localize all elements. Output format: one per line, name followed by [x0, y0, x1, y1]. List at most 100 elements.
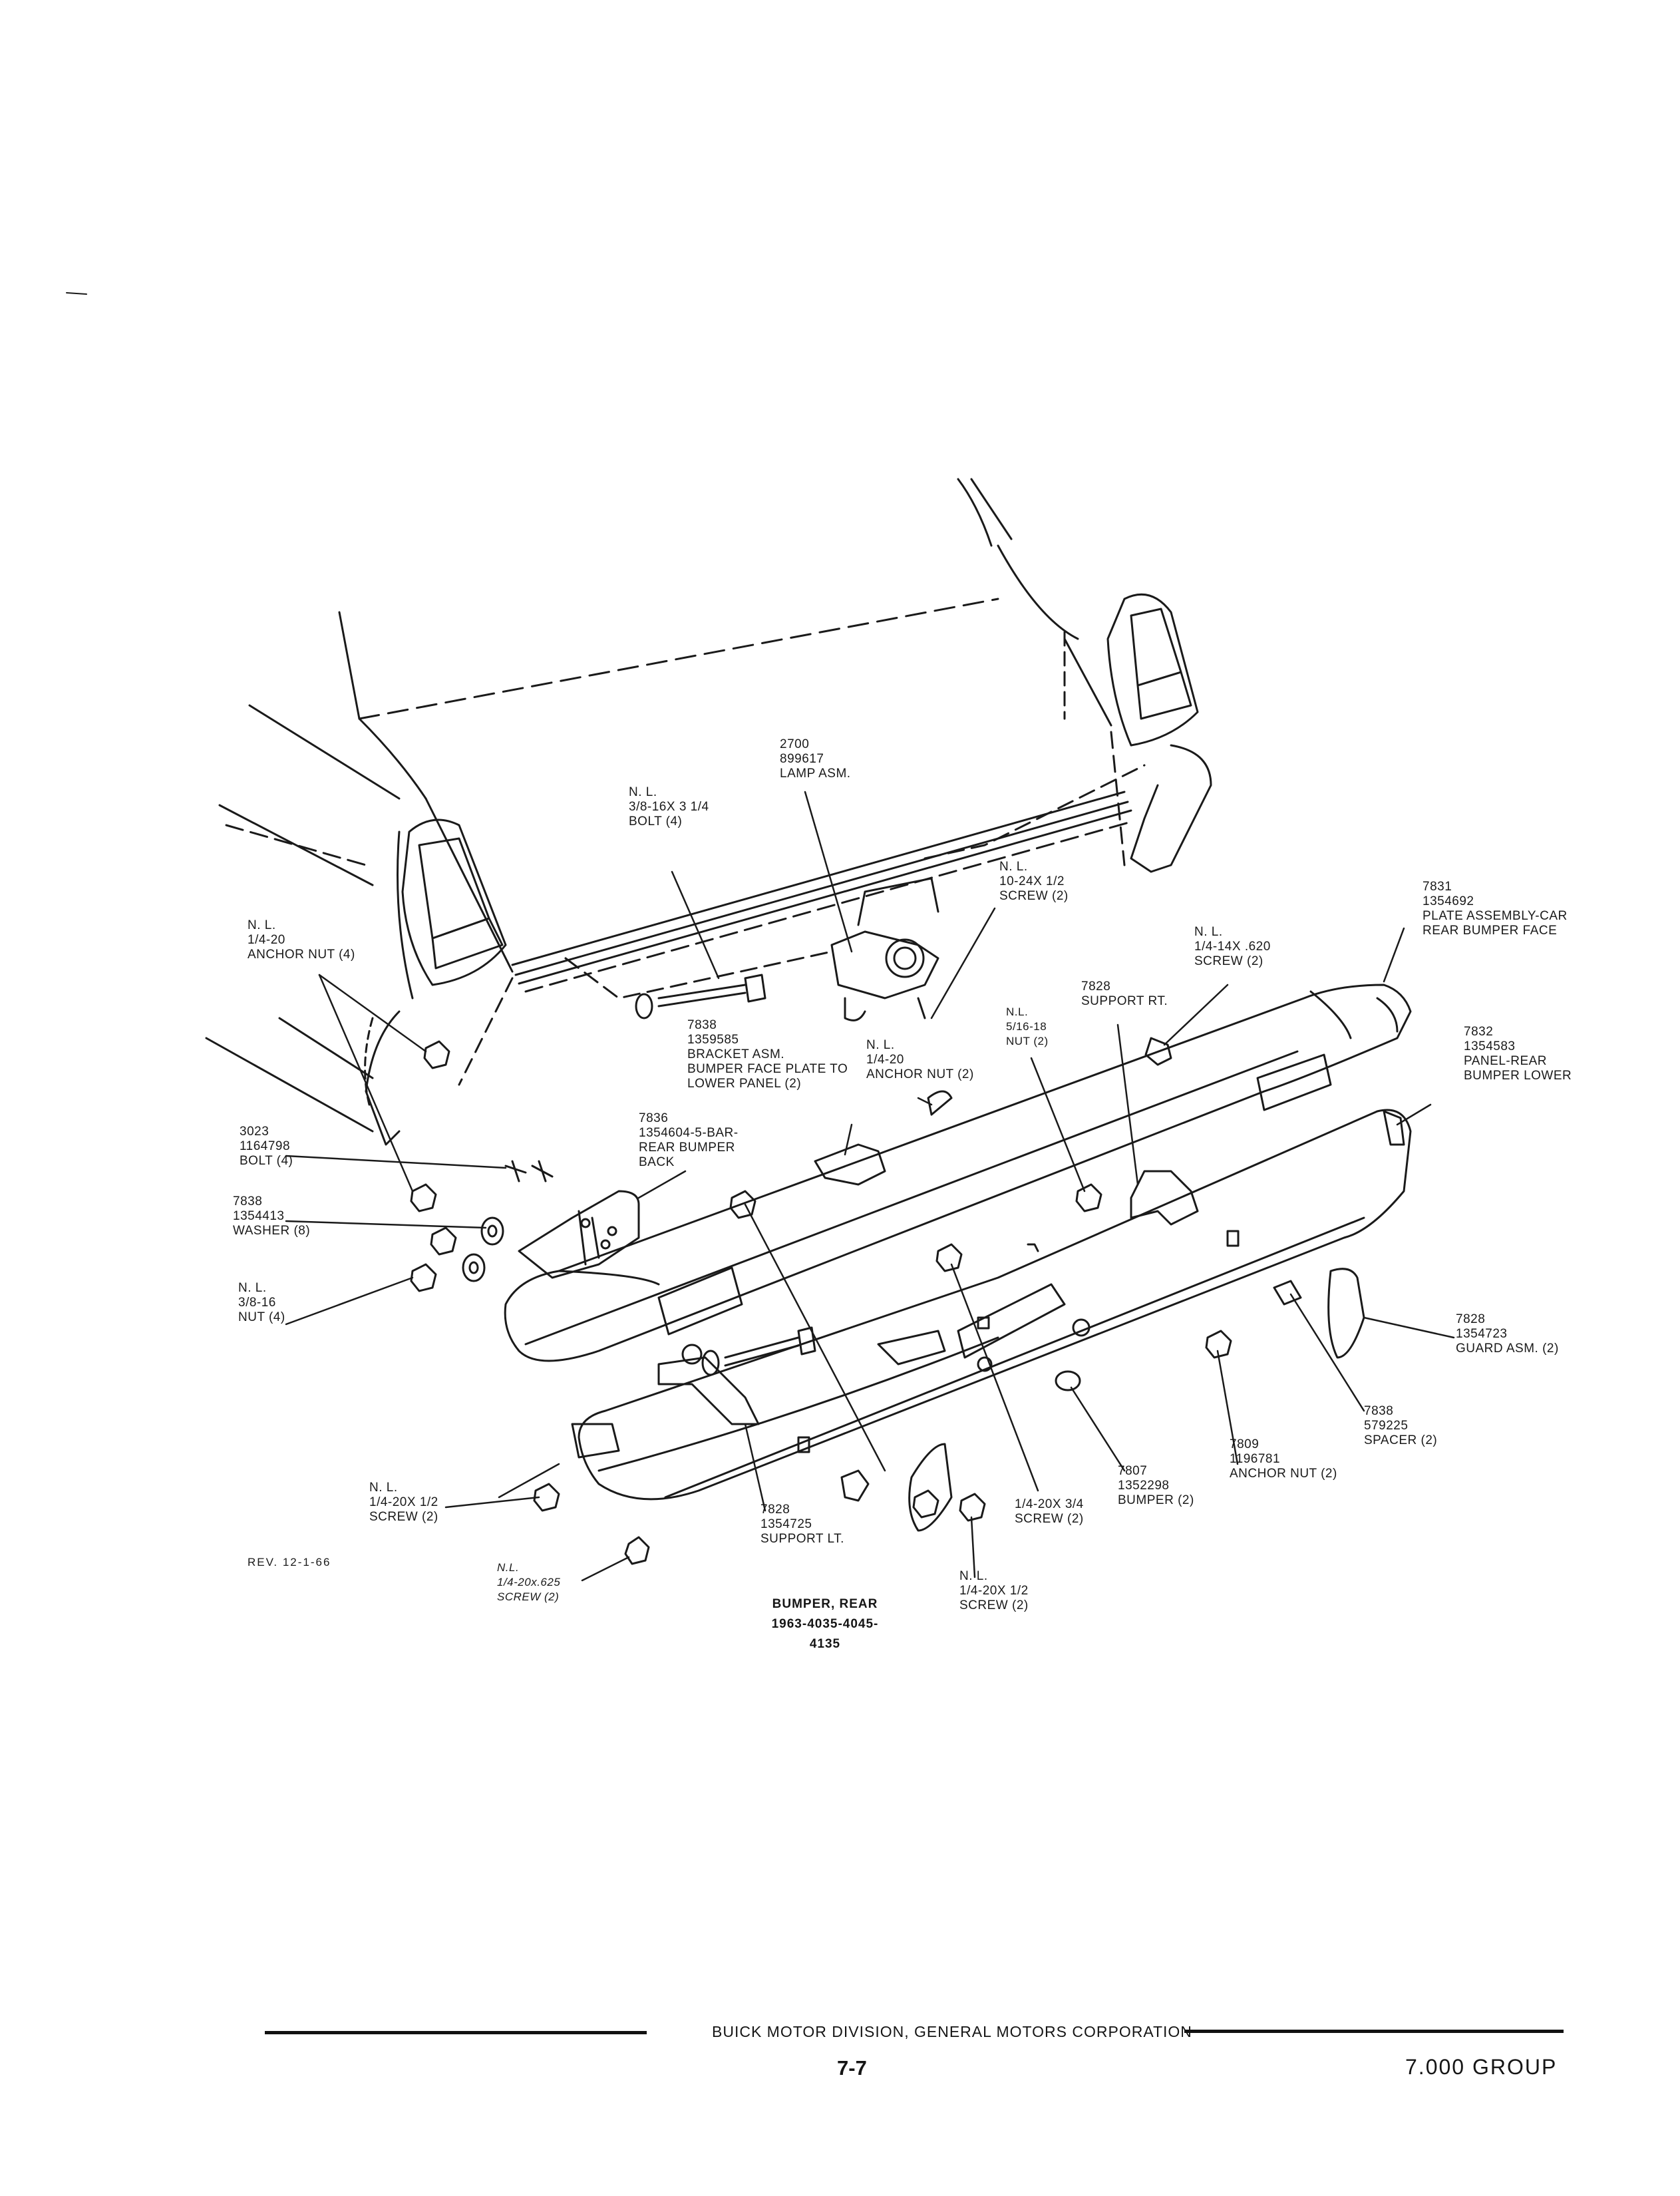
- callout-line: N.L.: [1006, 1006, 1029, 1018]
- callout-line: N. L.: [959, 1569, 988, 1583]
- callout-line: 7828: [1456, 1312, 1486, 1326]
- callout-support-rt: 7828 SUPPORT RT.: [1081, 980, 1168, 1009]
- callout-line: 1164798: [240, 1139, 291, 1153]
- callout-line: 579225: [1364, 1419, 1409, 1433]
- callout-line: SCREW (2): [497, 1590, 560, 1603]
- callout-guard: 7828 1354723 GUARD ASM. (2): [1456, 1312, 1559, 1356]
- callout-line: NUT (4): [238, 1310, 285, 1324]
- callout-line: SUPPORT RT.: [1081, 994, 1168, 1008]
- callout-line: N. L.: [629, 785, 657, 799]
- callout-line: SCREW (2): [369, 1510, 438, 1524]
- callout-line: N. L.: [866, 1038, 895, 1052]
- callout-line: 1354413: [233, 1209, 285, 1223]
- callout-line: PLATE ASSEMBLY-CAR: [1423, 909, 1568, 923]
- page-number: 7-7: [837, 2056, 867, 2080]
- callout-line: 7836: [639, 1111, 669, 1125]
- callout-line: 1/4-20X 1/2: [369, 1495, 438, 1509]
- callout-line: 1196781: [1230, 1452, 1281, 1466]
- callout-line: SCREW (2): [959, 1598, 1029, 1612]
- callout-line: 1352298: [1118, 1479, 1170, 1493]
- callout-line: ANCHOR NUT (2): [1230, 1467, 1337, 1481]
- callout-line: REAR BUMPER: [639, 1141, 735, 1155]
- caption-models: 1963-4035-4045-4135: [771, 1617, 879, 1651]
- callout-line: N.L.: [497, 1561, 520, 1574]
- leader-lines: [285, 791, 1455, 1582]
- callout-line: GUARD ASM. (2): [1456, 1342, 1559, 1356]
- callout-nut-5-16: N.L. 5/16-18 NUT (2): [1006, 1005, 1049, 1049]
- callout-line: N. L.: [248, 918, 276, 932]
- rear-bumper-bar-back: [518, 1190, 640, 1279]
- callout-line: ANCHOR NUT (4): [248, 948, 355, 962]
- footer-corporation: BUICK MOTOR DIVISION, GENERAL MOTORS COR…: [712, 2023, 1192, 2040]
- callout-line: SPACER (2): [1364, 1433, 1438, 1447]
- callout-line: 7838: [687, 1018, 717, 1032]
- callout-bracket: 7838 1359585 BRACKET ASM. BUMPER FACE PL…: [687, 1018, 848, 1091]
- callout-line: 3/8-16X 3 1/4: [629, 800, 709, 814]
- callout-line: SCREW (2): [999, 889, 1069, 903]
- callout-line: BRACKET ASM.: [687, 1047, 785, 1061]
- footer-rule-right: [1184, 2030, 1564, 2033]
- callout-line: 3023: [240, 1125, 269, 1139]
- callout-line: 5/16-18: [1006, 1020, 1047, 1033]
- car-body: [205, 478, 1212, 1146]
- callout-bumper-7807: 7807 1352298 BUMPER (2): [1118, 1464, 1194, 1508]
- callout-line: 1354725: [760, 1517, 812, 1531]
- callout-line: NUT (2): [1006, 1035, 1049, 1047]
- rear-bumper-lower-panel: [571, 1109, 1412, 1501]
- callout-line: 7809: [1230, 1437, 1260, 1451]
- callout-line: WASHER (8): [233, 1224, 311, 1238]
- callout-bolt-top: N. L. 3/8-16X 3 1/4 BOLT (4): [629, 785, 709, 829]
- callout-line: SCREW (2): [1194, 954, 1263, 968]
- callout-anchor-nut-left: N. L. 1/4-20 ANCHOR NUT (4): [248, 918, 355, 962]
- callout-line: 7807: [1118, 1464, 1148, 1478]
- callout-line: 1354723: [1456, 1327, 1508, 1341]
- caption-title: BUMPER, REAR: [772, 1597, 878, 1611]
- callout-line: LOWER PANEL (2): [687, 1077, 802, 1091]
- callout-line: 1/4-20x.625: [497, 1576, 561, 1588]
- callout-line: BUMPER LOWER: [1464, 1069, 1572, 1083]
- support-rt: [1130, 1170, 1199, 1226]
- callout-line: 7828: [1081, 980, 1111, 994]
- callout-anchor-nut-7809: 7809 1196781 ANCHOR NUT (2): [1230, 1437, 1337, 1481]
- rear-bumper-face-plate: [504, 984, 1412, 1362]
- callout-line: PANEL-REAR: [1464, 1054, 1548, 1068]
- callout-line: N. L.: [369, 1481, 398, 1495]
- callout-line: 1354604-5-BAR-: [639, 1126, 739, 1140]
- callout-panel-lower: 7832 1354583 PANEL-REAR BUMPER LOWER: [1464, 1025, 1572, 1083]
- callout-line: 7828: [760, 1503, 790, 1517]
- callout-line: N. L.: [238, 1281, 267, 1295]
- callout-support-lt: 7828 1354725 SUPPORT LT.: [760, 1503, 844, 1547]
- callout-washer: 7838 1354413 WASHER (8): [233, 1194, 310, 1238]
- footer-rule-left: [265, 2031, 647, 2034]
- callout-screw-20x1-2-left: N. L. 1/4-20X 1/2 SCREW (2): [369, 1481, 438, 1525]
- callout-nut-3-8: N. L. 3/8-16 NUT (4): [238, 1281, 285, 1325]
- callout-bolt-3023: 3023 1164798 BOLT (4): [240, 1125, 293, 1169]
- callout-line: 3/8-16: [238, 1296, 276, 1310]
- callout-line: 1/4-20X 3/4: [1015, 1497, 1084, 1511]
- callout-line: 1359585: [687, 1033, 739, 1047]
- guard-asm-right: [1327, 1268, 1365, 1359]
- callout-line: 7838: [1364, 1404, 1394, 1418]
- callout-line: 1354583: [1464, 1039, 1516, 1053]
- guard-asm-left: [908, 1443, 953, 1532]
- callout-line: ANCHOR NUT (2): [866, 1067, 974, 1081]
- callout-plate-assembly: 7831 1354692 PLATE ASSEMBLY-CAR REAR BUM…: [1423, 880, 1568, 938]
- callout-line: SCREW (2): [1015, 1512, 1084, 1526]
- callout-line: BOLT (4): [629, 815, 683, 828]
- callout-line: SUPPORT LT.: [760, 1532, 844, 1546]
- callout-line: 899617: [780, 752, 824, 766]
- callout-anchor-nut-mid: N. L. 1/4-20 ANCHOR NUT (2): [866, 1038, 974, 1082]
- callout-line: BUMPER FACE PLATE TO: [687, 1062, 848, 1076]
- callout-line: 1/4-20: [248, 933, 285, 947]
- scan-mark: [66, 292, 87, 295]
- callout-screw-20x3-4: 1/4-20X 3/4 SCREW (2): [1015, 1497, 1084, 1527]
- callout-line: BACK: [639, 1155, 675, 1169]
- callout-line: 1/4-14X .620: [1194, 940, 1271, 954]
- callout-screw-20x1-2-right: N. L. 1/4-20X 1/2 SCREW (2): [959, 1569, 1029, 1613]
- callout-screw-625: N.L. 1/4-20x.625 SCREW (2): [497, 1560, 560, 1604]
- callout-line: LAMP ASM.: [780, 767, 851, 781]
- callout-screw-10-24: N. L. 10-24X 1/2 SCREW (2): [999, 860, 1069, 904]
- fasteners: [410, 974, 1302, 1565]
- group-number: 7.000 GROUP: [1405, 2055, 1558, 2079]
